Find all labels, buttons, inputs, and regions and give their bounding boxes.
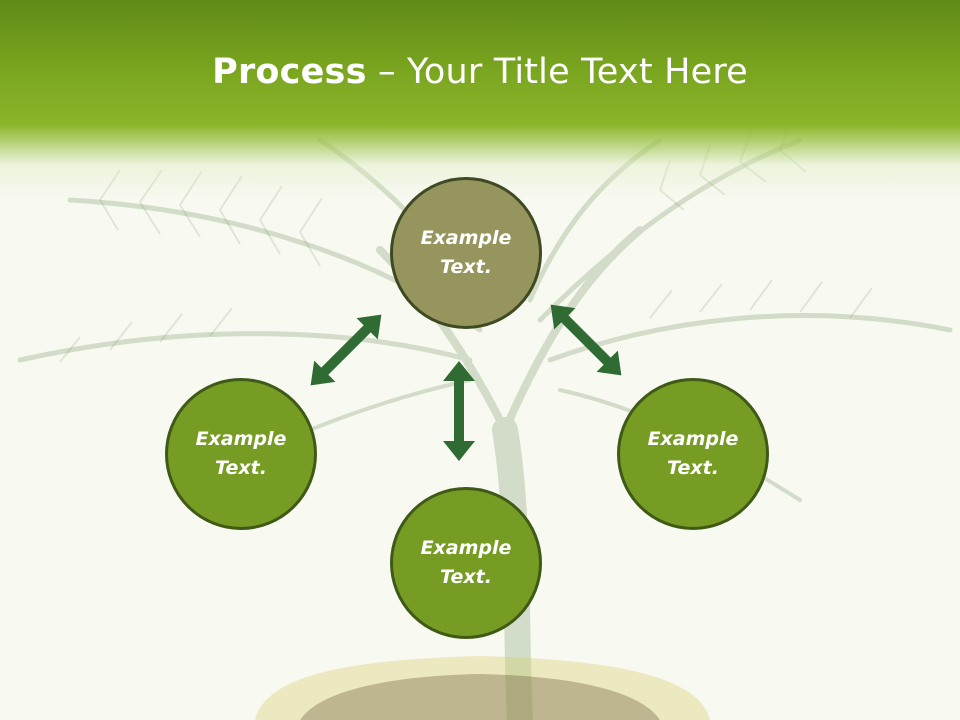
node-top-line1: Example: [420, 227, 512, 249]
title-banner: [0, 0, 960, 200]
title-rest: – Your Title Text Here: [366, 52, 748, 92]
title-bold: Process: [212, 52, 367, 92]
node-bottom-line2: Text.: [440, 566, 492, 588]
node-left-line2: Text.: [215, 457, 267, 479]
node-right-line2: Text.: [667, 457, 719, 479]
node-right-line1: Example: [647, 428, 739, 450]
node-top-line2: Text.: [440, 256, 492, 278]
arrow-top-right: [550, 304, 622, 376]
node-left-line1: Example: [195, 428, 287, 450]
slide-title: Process – Your Title Text Here: [0, 52, 960, 92]
node-bottom-line1: Example: [420, 537, 512, 559]
arrow-vertical-center: [443, 361, 475, 461]
arrow-top-left: [310, 314, 382, 386]
